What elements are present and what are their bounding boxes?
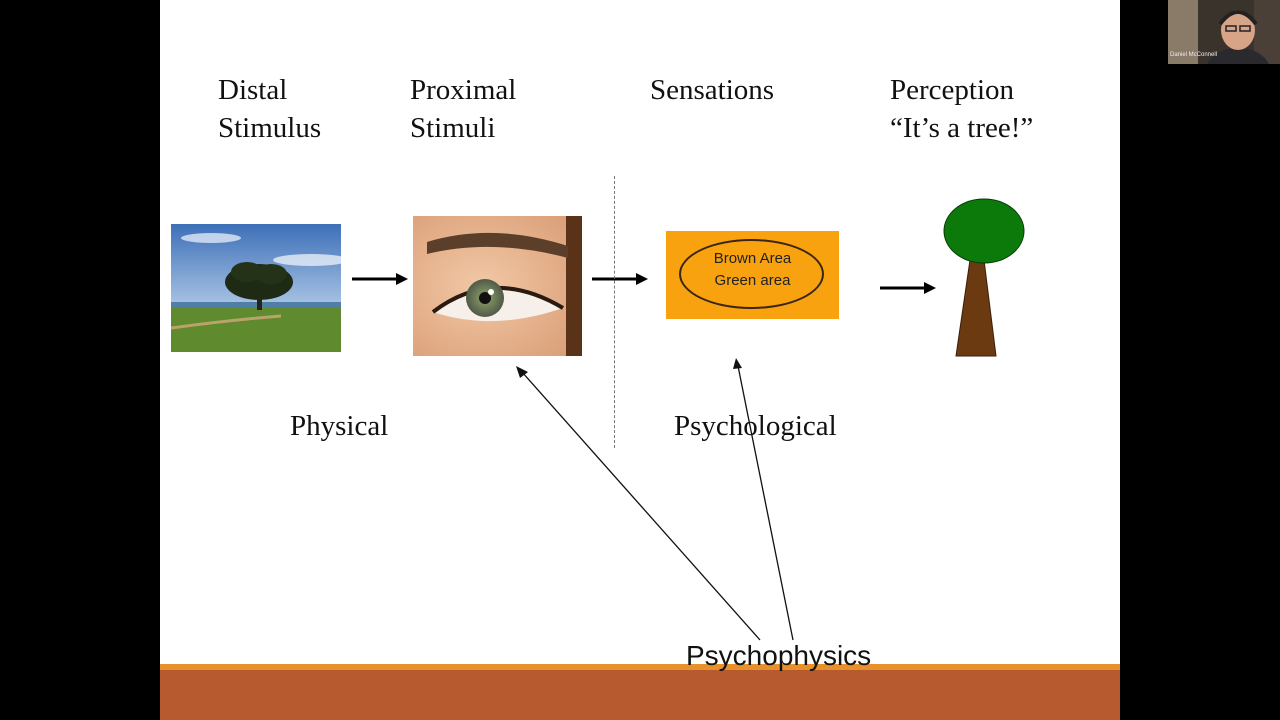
slide: Distal Stimulus Proximal Stimuli Sensati… — [160, 0, 1120, 720]
stage-line: Proximal — [410, 74, 517, 106]
arrow-right-icon — [880, 282, 936, 294]
physical-psychological-divider — [614, 176, 615, 448]
stage-line: “It’s a tree!” — [890, 112, 1034, 144]
footer-band — [160, 664, 1120, 720]
tree-drawing — [943, 198, 1025, 357]
stage-proximal-stimuli: Proximal Stimuli — [410, 71, 516, 147]
stage-line: Perception — [890, 74, 1015, 106]
stage-distal-stimulus: Distal Stimulus — [218, 71, 321, 147]
stage-line: Stimulus — [218, 112, 322, 144]
stage-sensations: Sensations — [650, 71, 774, 109]
sensation-green-label: Green area — [714, 272, 791, 289]
webcam-thumbnail[interactable]: Daniel McConnell — [1168, 0, 1280, 64]
eye-photo — [413, 216, 582, 356]
participant-name: Daniel McConnell — [1170, 52, 1218, 58]
stage-line: Sensations — [650, 74, 775, 106]
stage-perception: Perception “It’s a tree!” — [890, 71, 1033, 147]
sensation-ellipse — [679, 239, 824, 309]
arrow-right-icon — [592, 273, 648, 285]
psychophysics-label: Psychophysics — [686, 640, 872, 671]
psychophysics-pointers — [516, 358, 794, 641]
arrow-right-icon — [352, 273, 408, 285]
tree-photo — [171, 224, 341, 352]
stage-line: Distal — [218, 74, 288, 106]
footer-line — [160, 664, 1120, 670]
region-psychological: Psychological — [674, 410, 837, 442]
sensation-box: Brown Area Green area — [666, 231, 839, 319]
region-physical: Physical — [290, 410, 389, 442]
participant-video — [1168, 0, 1280, 64]
sensation-brown-label: Brown Area — [713, 250, 792, 267]
stage-line: Stimuli — [410, 112, 496, 144]
